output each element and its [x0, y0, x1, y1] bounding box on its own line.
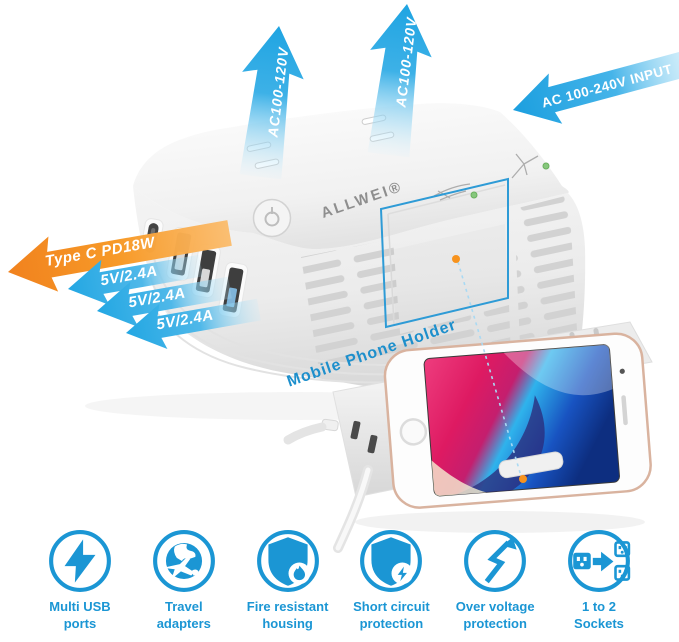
- feature-label: Multi USB: [49, 599, 111, 614]
- feature-label: Fire resistant: [246, 599, 329, 614]
- feature-label: 1 to 2: [582, 599, 616, 614]
- multi-usb-bolt-icon: [49, 530, 111, 592]
- feature-label: protection: [463, 615, 527, 631]
- phone-holder-highlight-box: [379, 177, 509, 329]
- feature-short-circuit: Short circuit protection: [341, 528, 441, 632]
- feature-multi-usb: Multi USB ports: [30, 528, 130, 632]
- feature-label: protection: [359, 615, 424, 631]
- feature-travel-adapters: Travel adapters: [134, 528, 234, 632]
- phone-shadow: [355, 511, 645, 533]
- leader-dot: [519, 475, 527, 483]
- ac-output-arrow-left: [239, 26, 304, 180]
- green-led: [470, 191, 478, 199]
- device-top-face: [133, 103, 569, 250]
- indicator-icon: [511, 153, 550, 179]
- phone-holder-scene: [283, 321, 653, 553]
- usb-a-port: [217, 261, 249, 319]
- feature-label: adapters: [156, 615, 211, 631]
- phone-holder-flap: [387, 184, 506, 325]
- vent-grille: [301, 239, 402, 364]
- type-c-arrow: [8, 220, 232, 292]
- ac-input-arrow: [513, 48, 679, 124]
- charging-cable: [283, 418, 373, 553]
- fire-shield-icon: [256, 530, 319, 592]
- green-led: [542, 162, 550, 170]
- usb-arrow-2: [97, 276, 232, 328]
- feature-label: housing: [262, 615, 313, 631]
- holder-lip: [498, 451, 564, 479]
- short-circuit-shield-icon: [360, 530, 423, 592]
- usb-arrow-3: [126, 298, 261, 350]
- feature-label: Travel: [164, 599, 203, 614]
- feature-label: Short circuit: [353, 599, 430, 614]
- usb-arrow-1: [68, 254, 203, 306]
- feature-row: Multi USB ports Travel adapters: [0, 528, 679, 632]
- feature-over-voltage: Over voltage protection: [445, 528, 545, 632]
- one-to-two-sockets-icon: [568, 530, 631, 592]
- phone-screen: [423, 344, 620, 497]
- phone: [383, 332, 652, 509]
- feature-sockets: 1 to 2 Sockets: [549, 528, 649, 632]
- front-camera: [619, 368, 625, 374]
- feature-label: Over voltage: [455, 599, 535, 614]
- home-button: [399, 418, 428, 446]
- holder-usb-ports: [350, 420, 378, 454]
- indicator-icon: [433, 183, 478, 201]
- over-voltage-bolt-icon: [464, 530, 527, 592]
- feature-label: Sockets: [574, 615, 624, 631]
- leader-line: [457, 261, 522, 477]
- travel-globe-plane-icon: [152, 530, 215, 592]
- ac-output-arrow-right: [367, 4, 432, 158]
- feature-fire-resistant: Fire resistant housing: [238, 528, 338, 632]
- power-button: [252, 198, 292, 238]
- annotations: [8, 4, 679, 483]
- leader-dot: [452, 255, 460, 263]
- feature-label: ports: [63, 615, 97, 631]
- ear-speaker: [621, 395, 628, 426]
